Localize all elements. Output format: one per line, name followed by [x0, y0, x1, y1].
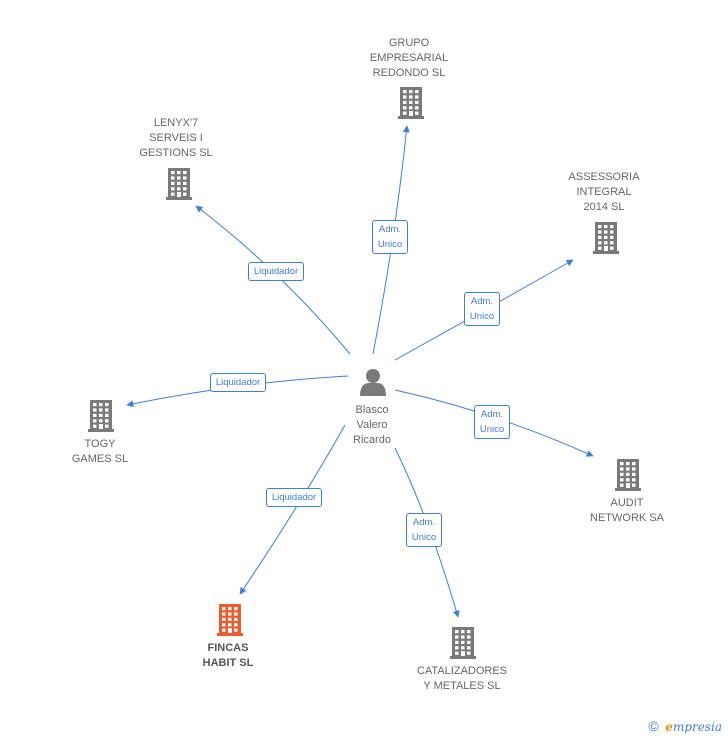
building-icon-catalizadores — [450, 627, 476, 659]
copyright-symbol: © — [648, 718, 659, 734]
building-icon-audit — [615, 459, 641, 491]
edge-label-catalizadores: Adm. Unico — [405, 513, 443, 547]
building-icon-assessoria — [593, 222, 619, 254]
edge-label-grupo: Adm. Unico — [371, 220, 409, 254]
brand-name: mpresia — [672, 720, 722, 734]
company-label-grupo: GRUPO EMPRESARIAL REDONDO SL — [369, 37, 449, 79]
building-icon-grupo — [398, 87, 424, 119]
edge-fincas — [239, 424, 346, 595]
building-icon-lenyx — [166, 168, 192, 200]
building-icon-togy — [88, 400, 114, 432]
person-icon — [360, 369, 386, 396]
edge-label-lenyx: Liquidador — [247, 261, 305, 281]
company-label-catalizadores: CATALIZADORES Y METALES SL — [416, 665, 508, 692]
building-icon-fincas — [217, 604, 243, 636]
empresia-watermark: © empresia — [648, 718, 722, 734]
edge-label-assessoria: Adm. Unico — [463, 292, 501, 326]
brand-initial: e — [665, 720, 673, 734]
edge-label-fincas: Liquidador — [265, 487, 323, 507]
edge-label-audit: Adm. Unico — [473, 405, 511, 439]
person-label: Blasco Valero Ricardo — [353, 404, 391, 446]
company-label-assessoria: ASSESSORIA INTEGRAL 2014 SL — [568, 171, 640, 213]
edge-label-togy: Liquidador — [209, 372, 267, 392]
company-label-lenyx: LENYX'7 SERVEIS I GESTIONS SL — [139, 117, 213, 159]
company-label-togy: TOGY GAMES SL — [71, 438, 129, 465]
company-label-audit: AUDIT NETWORK SA — [590, 497, 664, 524]
company-label-fincas: FINCAS HABIT SL — [202, 642, 254, 669]
